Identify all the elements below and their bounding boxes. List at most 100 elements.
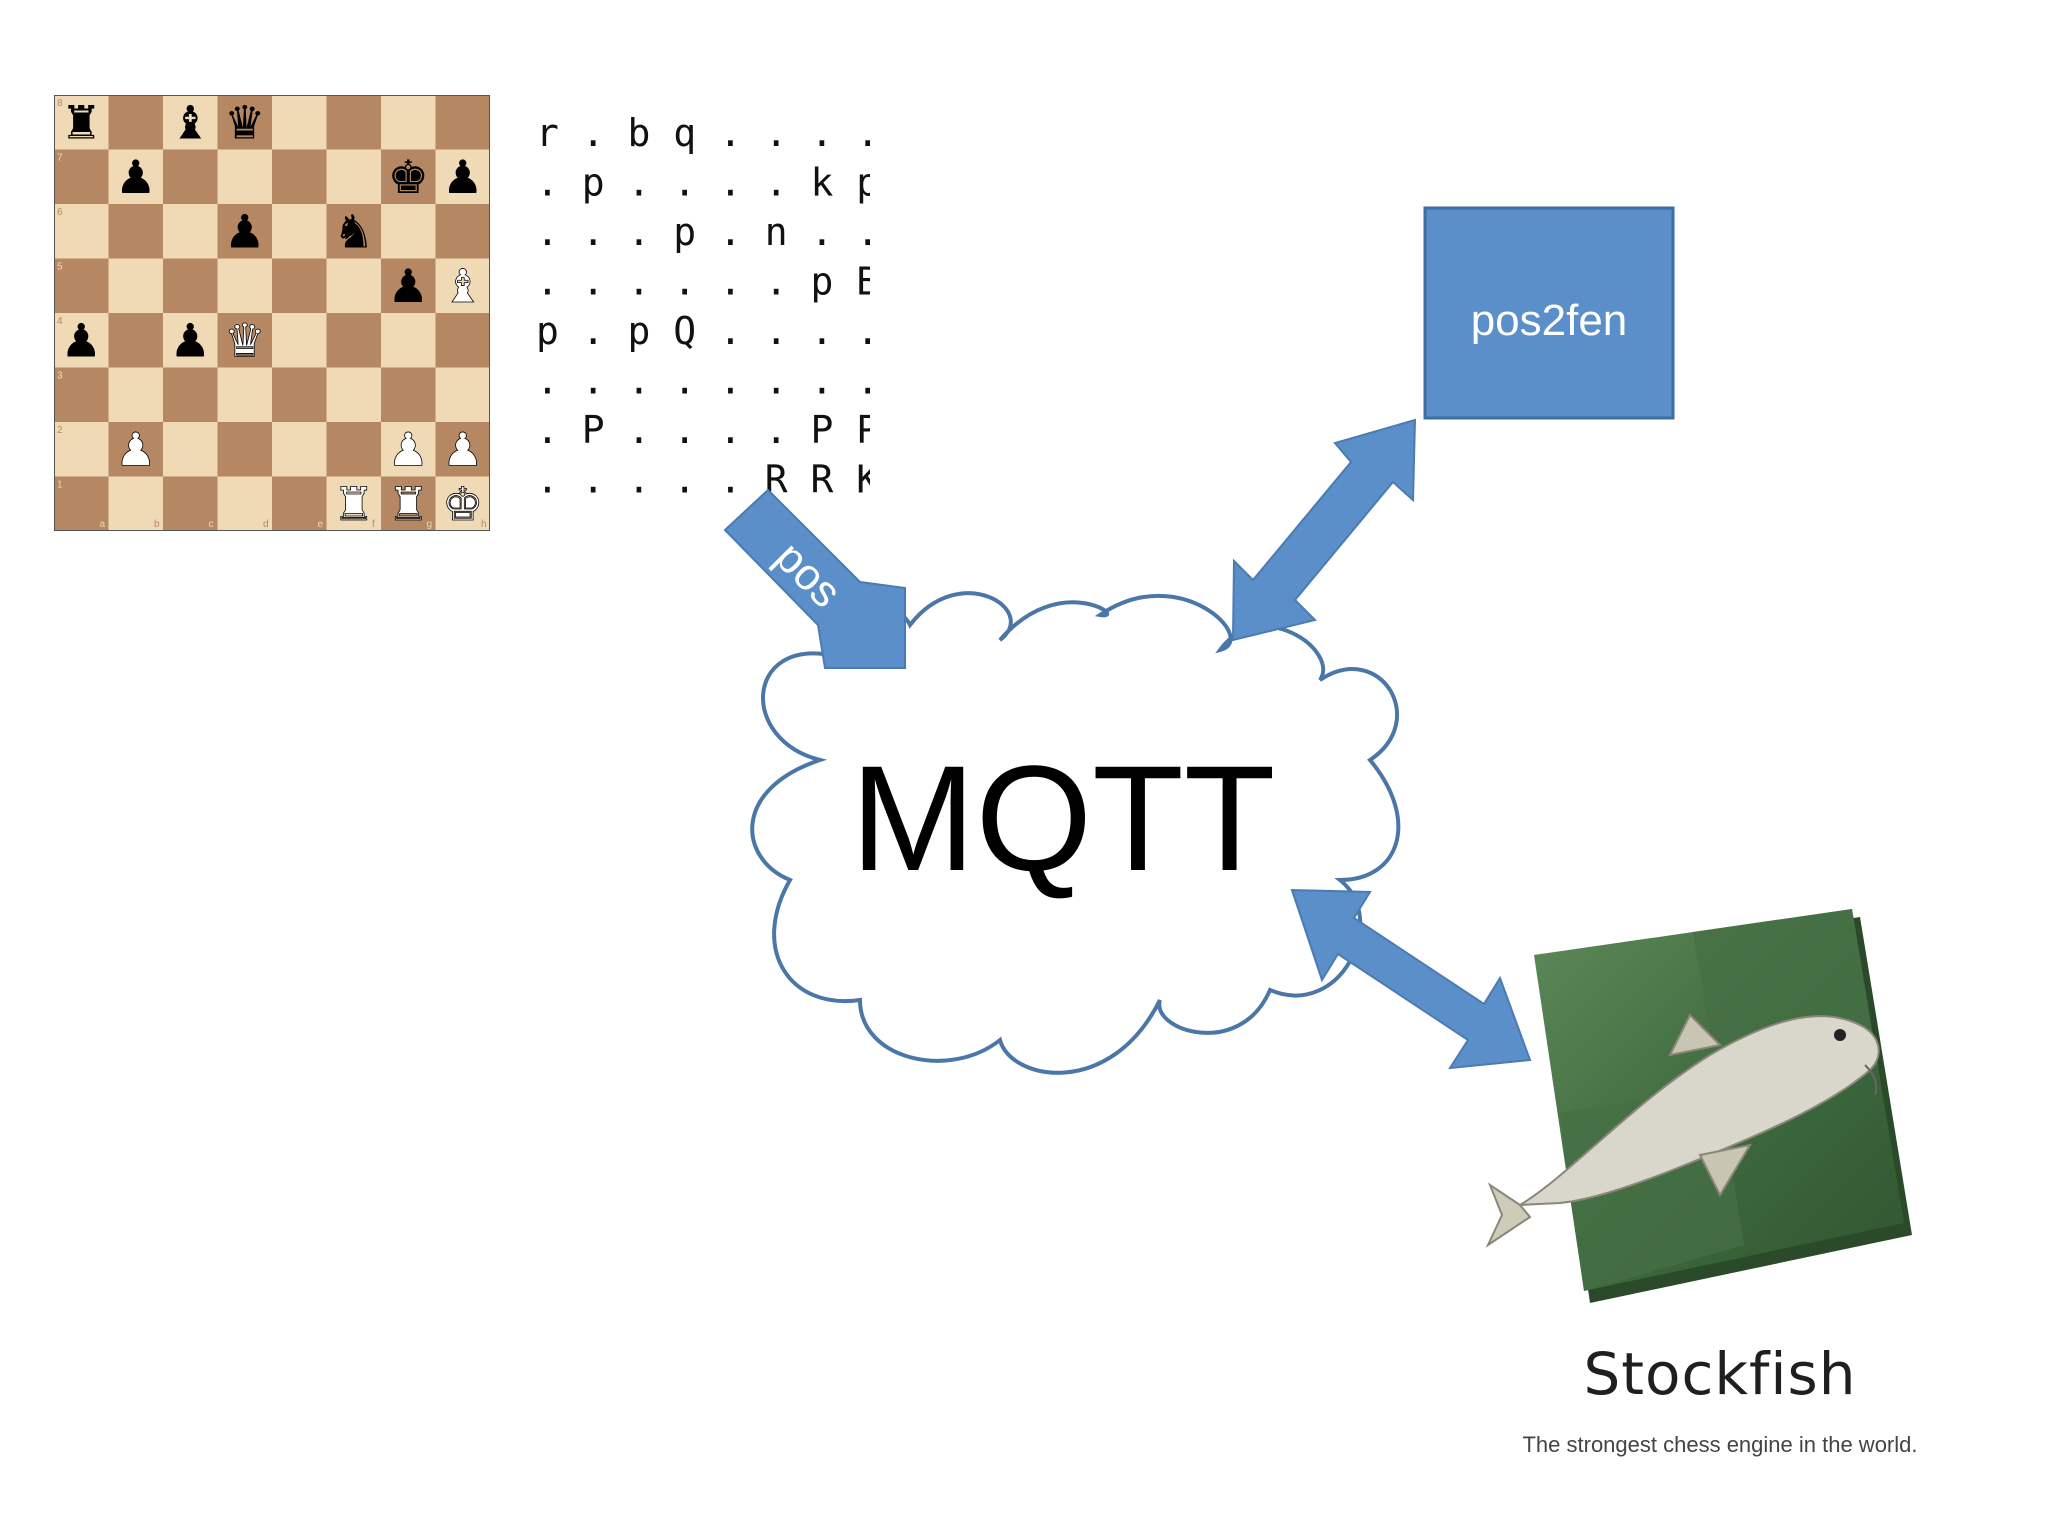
board-square	[54, 149, 109, 204]
board-square	[217, 149, 272, 204]
board-square	[108, 422, 163, 477]
stockfish-logo	[1485, 909, 1912, 1303]
rank-label: 6	[57, 207, 63, 218]
board-square	[435, 204, 490, 259]
rank-label: 2	[57, 425, 63, 436]
chess-piece-p: ♟	[61, 314, 102, 368]
board-square	[108, 95, 163, 150]
board-square	[381, 367, 436, 422]
chess-piece-p: ♟	[388, 259, 429, 313]
chess-piece-R: ♜	[388, 477, 429, 531]
file-label: g	[427, 519, 433, 530]
file-label: b	[154, 519, 160, 530]
board-square	[326, 204, 381, 259]
pos2fen-node[interactable]: pos2fen	[1423, 206, 1675, 420]
board-square	[54, 367, 109, 422]
board-square	[217, 422, 272, 477]
board-square	[217, 258, 272, 313]
pos2fen-double-arrow	[1231, 418, 1417, 642]
chess-piece-p: ♟	[115, 150, 156, 204]
board-square	[381, 313, 436, 368]
board-square	[163, 313, 218, 368]
stockfish-title: Stockfish	[1583, 1340, 1857, 1408]
ascii-board: r . b q . . . . . p . . . . k p . . . p . …	[536, 111, 870, 502]
board-square	[54, 258, 109, 313]
board-square	[54, 313, 109, 368]
board-square	[326, 476, 381, 531]
board-square	[108, 258, 163, 313]
chess-piece-R: ♜	[333, 477, 374, 531]
rank-label: 4	[57, 316, 63, 327]
board-square	[435, 422, 490, 477]
board-square	[435, 258, 490, 313]
file-label: d	[263, 519, 269, 530]
board-square	[326, 367, 381, 422]
pos2fen-box[interactable]	[1423, 206, 1675, 420]
stockfish-double-arrow	[1290, 888, 1532, 1070]
board-square	[163, 258, 218, 313]
ascii-row: . . . p . n . .	[536, 210, 870, 254]
rank-label: 1	[57, 480, 63, 491]
rank-label: 8	[57, 98, 63, 109]
chess-piece-k: ♚	[388, 150, 429, 204]
board-square	[108, 313, 163, 368]
board-square	[272, 204, 327, 259]
board-square	[217, 367, 272, 422]
file-label: a	[100, 519, 106, 530]
board-square	[163, 204, 218, 259]
board-square	[272, 258, 327, 313]
mqtt-label: MQTT	[851, 734, 1276, 902]
board-square	[435, 149, 490, 204]
board-square	[435, 313, 490, 368]
chess-piece-b: ♝	[170, 96, 211, 150]
board-square	[272, 367, 327, 422]
chess-piece-P: ♟	[388, 423, 429, 477]
rank-label: 5	[57, 262, 63, 273]
chess-piece-P: ♟	[115, 423, 156, 477]
chess-piece-p: ♟	[170, 314, 211, 368]
board-square	[272, 422, 327, 477]
file-label: c	[209, 519, 214, 530]
board-square	[163, 95, 218, 150]
ascii-row: . p . . . . k p	[536, 161, 870, 205]
chess-piece-p: ♟	[224, 205, 265, 259]
board-square	[217, 95, 272, 150]
cloud-outline	[750, 591, 1401, 1075]
file-label: f	[372, 519, 375, 530]
board-square	[326, 95, 381, 150]
chess-piece-n: ♞	[333, 205, 374, 259]
mqtt-cloud: MQTT	[750, 591, 1401, 1075]
chess-piece-K: ♚	[442, 477, 483, 531]
board-square	[381, 476, 436, 531]
board-square	[217, 204, 272, 259]
ascii-row: r . b q . . . .	[536, 111, 870, 155]
file-label: e	[318, 519, 324, 530]
board-square	[272, 149, 327, 204]
board-square	[381, 422, 436, 477]
board-square	[54, 422, 109, 477]
board-square	[217, 476, 272, 531]
board-square	[163, 422, 218, 477]
board-square	[217, 313, 272, 368]
board-square	[163, 476, 218, 531]
pos-arrow-shape	[723, 488, 906, 669]
board-square	[108, 476, 163, 531]
board-square	[326, 258, 381, 313]
board-square	[272, 313, 327, 368]
ascii-row: p . p Q . . . .	[536, 309, 870, 353]
ascii-row: . . . . . . p B	[536, 260, 870, 304]
board-square	[381, 149, 436, 204]
board-square	[108, 367, 163, 422]
fish-icon	[1485, 1013, 1880, 1248]
board-border	[54, 95, 490, 531]
chess-piece-q: ♛	[224, 96, 265, 150]
pos-arrow: pos	[723, 488, 906, 669]
board-square	[381, 95, 436, 150]
board-square	[163, 367, 218, 422]
board-square	[326, 149, 381, 204]
chess-piece-Q: ♛	[224, 314, 265, 368]
board-square	[381, 204, 436, 259]
board-square	[272, 476, 327, 531]
